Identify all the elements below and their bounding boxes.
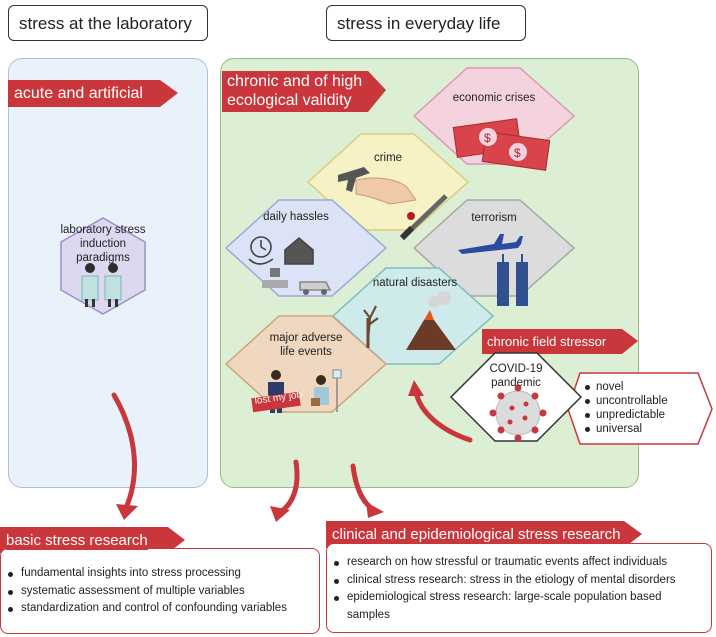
arrow-lab-to-basic	[111, 392, 137, 511]
money-icon: $ $	[452, 118, 551, 171]
plane-towers-icon	[458, 234, 528, 306]
basic-item: standardization and control of confoundi…	[7, 600, 313, 618]
crime-label: crime	[373, 152, 403, 164]
basic-research-box: fundamental insights into stress process…	[0, 548, 320, 634]
field-banner-label: chronic field stressor	[487, 332, 607, 351]
clinical-item: epidemiological stress research: large-s…	[333, 589, 705, 624]
life-banner-line1: chronic and of high	[227, 72, 363, 91]
svg-text:$: $	[514, 146, 521, 160]
major-events-label-line1: major adverse	[269, 332, 343, 344]
economic-label: economic crises	[452, 92, 536, 104]
covid-label-line2: pandemic	[491, 377, 541, 389]
clinical-item: clinical stress research: stress in the …	[333, 572, 705, 590]
scientists-icon	[81, 263, 122, 307]
basic-item: fundamental insights into stress process…	[7, 565, 313, 583]
property-item: unpredictable	[584, 408, 668, 422]
property-item: universal	[584, 422, 668, 436]
lost-job-sign	[251, 391, 301, 413]
terrorism-label: terrorism	[471, 212, 517, 224]
natural-disasters-label: natural disasters	[372, 277, 458, 289]
life-title: stress in everyday life	[326, 5, 526, 41]
arrow-covid-to-natural	[413, 389, 473, 443]
arrow-life-to-basic	[277, 459, 300, 515]
clinical-research-title: clinical and epidemiological stress rese…	[332, 525, 621, 544]
clinical-research-box: research on how stressful or traumatic e…	[326, 543, 712, 633]
gun-knife-icon	[338, 167, 448, 241]
covid-label-line1: COVID-19	[489, 363, 543, 375]
life-banner-line2: ecological validity	[227, 91, 352, 110]
arrow-life-to-clinical	[350, 463, 377, 513]
svg-text:$: $	[484, 131, 491, 145]
arrowheads	[116, 380, 424, 522]
property-item: uncontrollable	[584, 394, 668, 408]
daily-hassles-label: daily hassles	[263, 211, 329, 223]
major-events-label-line2: life events	[280, 346, 332, 358]
properties-list: novel uncontrollable unpredictable unive…	[584, 380, 668, 436]
clock-house-icons	[248, 236, 332, 295]
lab-title: stress at the laboratory	[8, 5, 208, 41]
lab-hex-label-line2: induction paradigms	[76, 238, 130, 264]
clinical-item: research on how stressful or traumatic e…	[333, 554, 705, 572]
basic-item: systematic assessment of multiple variab…	[7, 583, 313, 601]
tree-volcano-icon	[363, 291, 456, 350]
virus-icon	[489, 384, 547, 442]
lab-banner-label: acute and artificial	[14, 84, 143, 103]
property-item: novel	[584, 380, 668, 394]
basic-research-title: basic stress research	[6, 531, 148, 550]
lab-hex-label-line1: laboratory stress	[60, 224, 146, 236]
